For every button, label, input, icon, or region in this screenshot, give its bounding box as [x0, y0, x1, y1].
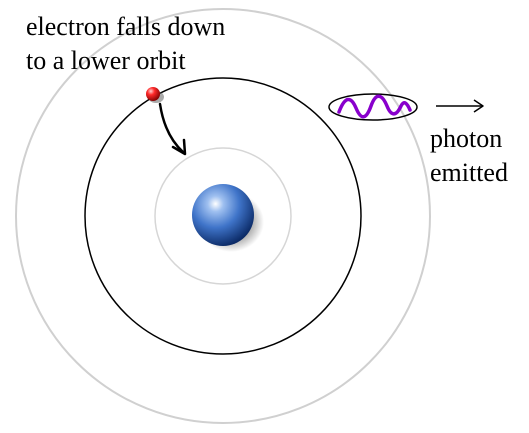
inner-orbit [154, 147, 292, 285]
right-arrow-icon [436, 99, 484, 113]
curved-arrow-icon [158, 102, 187, 156]
electron-falls-label-line1: electron falls down [26, 12, 226, 41]
electron [146, 87, 164, 103]
photon-wave-icon [328, 93, 418, 121]
electron-falls-label-line2: to a lower orbit [26, 46, 186, 75]
middle-orbit [84, 77, 362, 355]
photon-emitted-label-line2: emitted [430, 158, 508, 187]
photon-emitted-label-line1: photon [430, 124, 503, 153]
outer-orbit [15, 8, 431, 424]
nucleus [192, 184, 264, 252]
